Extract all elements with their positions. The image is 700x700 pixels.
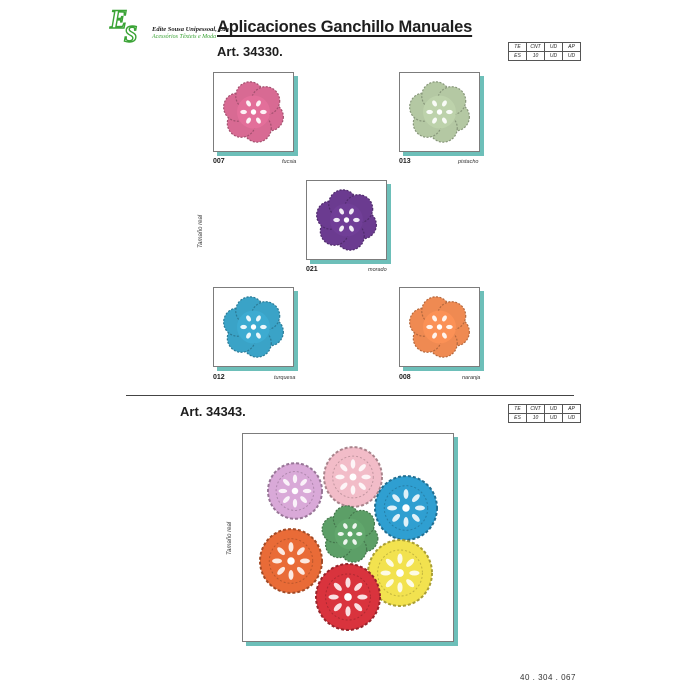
crochet-flower-morado [316,189,377,251]
section-divider [126,395,574,396]
crochet-motif [323,446,383,508]
page-number: 40 . 304 . 067 [520,673,576,682]
color-code: 012 [213,374,225,381]
spec-header-cell: TE [508,404,527,414]
spec-header-cell: UD [544,42,563,52]
crochet-motif [267,462,323,520]
real-size-label: Tamaño real [227,521,233,555]
color-code: 007 [213,158,225,165]
color-code: 021 [306,266,318,273]
article-number: Art. 34330. [217,44,283,59]
svg-text:S: S [124,22,137,44]
spec-value-cell: UD [562,413,581,423]
crochet-flower-naranja [409,296,470,358]
crochet-flower-fucsia [223,81,284,143]
color-name: naranja [462,375,481,381]
crochet-motif [374,475,438,541]
spec-header-cell: AP [562,42,581,52]
swatch-fucsia[interactable] [213,72,294,152]
svg-text:E: E [109,5,127,34]
spec-table: TE CNT UD AP ES 10 UD UD [508,42,581,61]
swatch-naranja[interactable] [399,287,480,367]
flower-petals [409,296,470,358]
crochet-flower-arrangement [259,446,438,631]
real-size-label: Tamaño real [198,214,204,248]
spec-value-cell: ES [508,413,527,423]
color-code: 008 [399,374,411,381]
color-name: fucsia [282,159,297,165]
color-name: pistacho [458,159,479,165]
color-name: morado [368,267,387,273]
article-number: Art. 34343. [180,404,246,419]
swatch-turquesa[interactable] [213,287,294,367]
spec-value-cell: UD [562,51,581,61]
spec-value-cell: ES [508,51,527,61]
swatch-morado[interactable] [306,180,387,260]
spec-table: TE CNT UD AP ES 10 UD UD [508,404,581,423]
color-name: turquesa [274,375,296,381]
spec-header-cell: AP [562,404,581,414]
crochet-flower-turquesa [223,296,284,358]
spec-value-cell: 10 [526,51,545,61]
product-image-frame[interactable] [242,433,454,642]
crochet-motif [315,563,381,631]
spec-value-cell: UD [544,51,563,61]
page-title: Aplicaciones Ganchillo Manuales [217,18,473,36]
color-code: 013 [399,158,411,165]
crochet-flower-pistacho [409,81,470,143]
spec-header-cell: TE [508,42,527,52]
company-name: Edite Sousa Unipessoal, Lda [152,26,229,33]
flower-petals [316,189,377,251]
flower-petals [223,81,284,143]
spec-value-cell: 10 [526,413,545,423]
swatch-pistacho[interactable] [399,72,480,152]
spec-header-cell: UD [544,404,563,414]
spec-header-cell: CNT [526,42,545,52]
spec-value-cell: UD [544,413,563,423]
flower-petals [321,505,379,563]
flower-petals [223,296,284,358]
flower-petals [409,81,470,143]
crochet-motif [259,528,323,594]
company-logo: E S [108,4,138,44]
company-subtitle: Acessórios Têxteis e Moda [152,34,217,40]
spec-header-cell: CNT [526,404,545,414]
